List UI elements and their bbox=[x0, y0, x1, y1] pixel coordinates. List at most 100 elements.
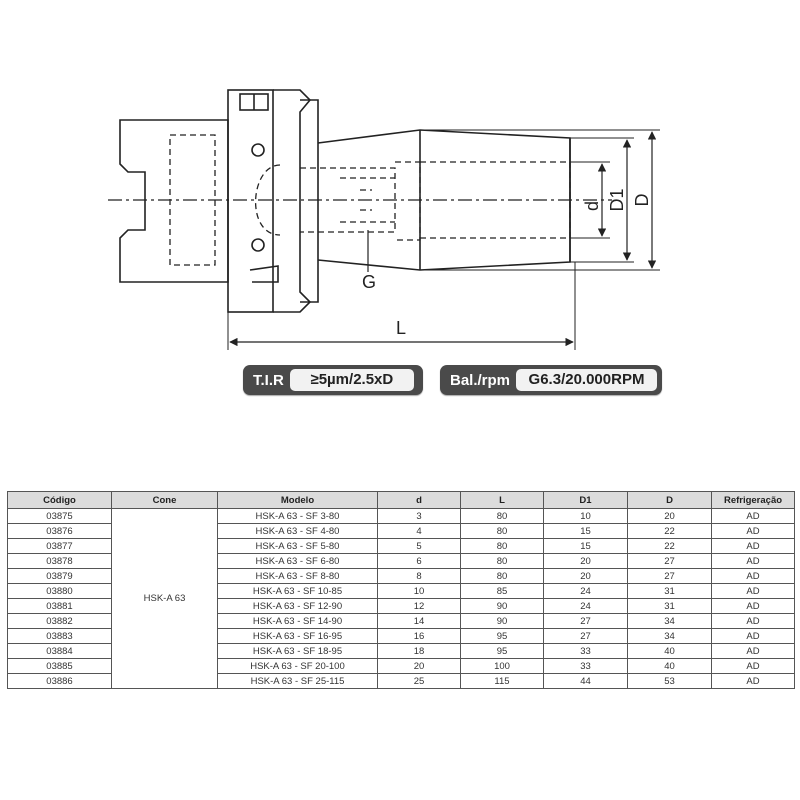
cell-D: 34 bbox=[627, 613, 712, 629]
cell-codigo: 03876 bbox=[7, 523, 112, 539]
cell-d1: 24 bbox=[543, 598, 628, 614]
label-G: G bbox=[362, 272, 376, 292]
product-table: Código Cone Modelo d L D1 D Refrigeração… bbox=[7, 491, 795, 689]
cell-l: 80 bbox=[460, 523, 544, 539]
cell-d1: 20 bbox=[543, 553, 628, 569]
tool-holder-drawing: d D1 D G L bbox=[108, 89, 660, 350]
header-modelo: Modelo bbox=[217, 491, 378, 509]
cell-codigo: 03886 bbox=[7, 673, 112, 689]
header-D: D bbox=[627, 491, 712, 509]
cell-d: 5 bbox=[377, 538, 461, 554]
cell-d: 12 bbox=[377, 598, 461, 614]
cell-modelo: HSK-A 63 - SF 6-80 bbox=[217, 553, 378, 569]
cell-refrigeracao: AD bbox=[711, 553, 795, 569]
tir-badge: T.I.R ≥5µm/2.5xD bbox=[243, 365, 423, 395]
cell-modelo: HSK-A 63 - SF 3-80 bbox=[217, 508, 378, 524]
cell-modelo: HSK-A 63 - SF 25-115 bbox=[217, 673, 378, 689]
cell-refrigeracao: AD bbox=[711, 508, 795, 524]
tir-label: T.I.R bbox=[253, 371, 284, 389]
cell-l: 95 bbox=[460, 628, 544, 644]
cell-refrigeracao: AD bbox=[711, 613, 795, 629]
cell-D: 53 bbox=[627, 673, 712, 689]
cell-D: 20 bbox=[627, 508, 712, 524]
cell-D: 27 bbox=[627, 568, 712, 584]
balance-value: G6.3/20.000RPM bbox=[516, 369, 657, 391]
cell-d: 25 bbox=[377, 673, 461, 689]
cell-l: 95 bbox=[460, 643, 544, 659]
cell-codigo: 03878 bbox=[7, 553, 112, 569]
balance-label: Bal./rpm bbox=[450, 371, 511, 389]
cell-d1: 20 bbox=[543, 568, 628, 584]
cell-codigo: 03885 bbox=[7, 658, 112, 674]
cell-l: 85 bbox=[460, 583, 544, 599]
cell-D: 27 bbox=[627, 553, 712, 569]
cell-d: 4 bbox=[377, 523, 461, 539]
cell-d1: 44 bbox=[543, 673, 628, 689]
cell-codigo: 03880 bbox=[7, 583, 112, 599]
cell-refrigeracao: AD bbox=[711, 598, 795, 614]
cell-d: 14 bbox=[377, 613, 461, 629]
cell-d1: 24 bbox=[543, 583, 628, 599]
cell-d: 20 bbox=[377, 658, 461, 674]
cell-d: 10 bbox=[377, 583, 461, 599]
cell-codigo: 03883 bbox=[7, 628, 112, 644]
cell-D: 40 bbox=[627, 643, 712, 659]
cell-l: 115 bbox=[460, 673, 544, 689]
cell-d: 8 bbox=[377, 568, 461, 584]
header-d1: D1 bbox=[543, 491, 628, 509]
cell-refrigeracao: AD bbox=[711, 673, 795, 689]
cell-modelo: HSK-A 63 - SF 12-90 bbox=[217, 598, 378, 614]
cell-refrigeracao: AD bbox=[711, 643, 795, 659]
cell-modelo: HSK-A 63 - SF 4-80 bbox=[217, 523, 378, 539]
cell-D: 34 bbox=[627, 628, 712, 644]
cell-d: 6 bbox=[377, 553, 461, 569]
header-cone: Cone bbox=[111, 491, 218, 509]
cell-d: 3 bbox=[377, 508, 461, 524]
cell-d1: 15 bbox=[543, 523, 628, 539]
label-D: D bbox=[632, 194, 652, 207]
cell-l: 80 bbox=[460, 553, 544, 569]
cell-D: 22 bbox=[627, 523, 712, 539]
cell-d1: 33 bbox=[543, 658, 628, 674]
cell-D: 22 bbox=[627, 538, 712, 554]
cell-d: 16 bbox=[377, 628, 461, 644]
cell-codigo: 03882 bbox=[7, 613, 112, 629]
hsk-shank bbox=[119, 119, 229, 283]
cell-d: 18 bbox=[377, 643, 461, 659]
tir-value: ≥5µm/2.5xD bbox=[289, 369, 414, 391]
table-header-row: Código Cone Modelo d L D1 D Refrigeração bbox=[7, 491, 795, 509]
label-d1: D1 bbox=[607, 188, 627, 211]
header-d: d bbox=[377, 491, 461, 509]
header-refrigeracao: Refrigeração bbox=[711, 491, 795, 509]
cell-modelo: HSK-A 63 - SF 8-80 bbox=[217, 568, 378, 584]
label-L: L bbox=[396, 318, 406, 338]
flange-outer bbox=[227, 89, 274, 313]
cell-l: 80 bbox=[460, 508, 544, 524]
cell-refrigeracao: AD bbox=[711, 568, 795, 584]
cell-l: 80 bbox=[460, 568, 544, 584]
cell-l: 90 bbox=[460, 613, 544, 629]
cell-codigo: 03881 bbox=[7, 598, 112, 614]
header-codigo: Código bbox=[7, 491, 112, 509]
balance-badge: Bal./rpm G6.3/20.000RPM bbox=[440, 365, 662, 395]
cell-refrigeracao: AD bbox=[711, 523, 795, 539]
cell-refrigeracao: AD bbox=[711, 628, 795, 644]
label-d: d bbox=[582, 201, 602, 211]
cell-l: 100 bbox=[460, 658, 544, 674]
cell-d1: 15 bbox=[543, 538, 628, 554]
cell-D: 31 bbox=[627, 598, 712, 614]
cell-d1: 10 bbox=[543, 508, 628, 524]
cell-modelo: HSK-A 63 - SF 14-90 bbox=[217, 613, 378, 629]
cell-refrigeracao: AD bbox=[711, 583, 795, 599]
cell-codigo: 03884 bbox=[7, 643, 112, 659]
